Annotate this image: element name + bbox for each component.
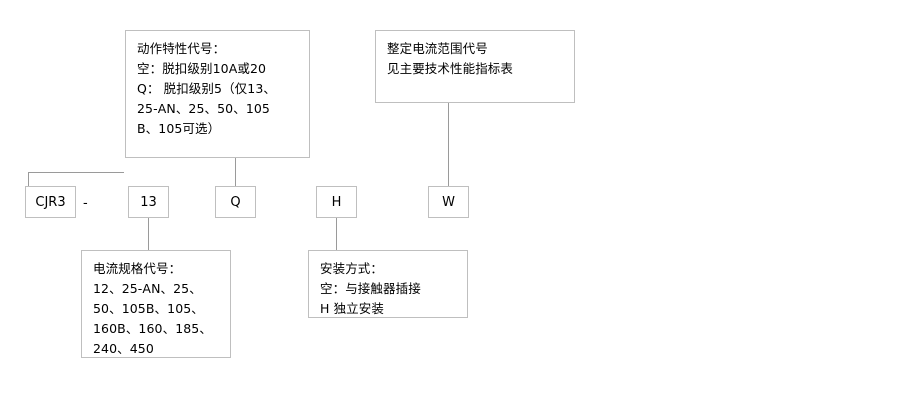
connector-mounting-vertical <box>336 217 337 250</box>
code-box-current-rating: 13 <box>128 186 169 218</box>
code-box-series: CJR3 <box>25 186 76 218</box>
code-separator-dash: - <box>83 196 88 211</box>
note-mounting: 安装方式： 空：与接触器插接 H 独立安装 <box>308 250 468 318</box>
note-current-rating: 电流规格代号： 12、25-AN、25、 50、105B、105、 160B、1… <box>81 250 231 358</box>
note-current-range: 整定电流范围代号 见主要技术性能指标表 <box>375 30 575 103</box>
connector-series-horizontal <box>28 172 124 173</box>
code-box-current-range: W <box>428 186 469 218</box>
connector-characteristic-vertical <box>235 157 236 186</box>
code-box-mounting: H <box>316 186 357 218</box>
code-box-characteristic: Q <box>215 186 256 218</box>
connector-series-vertical <box>28 172 29 186</box>
connector-current-range-vertical <box>448 102 449 186</box>
connector-current-rating-vertical <box>148 217 149 250</box>
note-characteristic: 动作特性代号： 空：脱扣级别10A或20 Q： 脱扣级别5（仅13、 25-AN… <box>125 30 310 158</box>
